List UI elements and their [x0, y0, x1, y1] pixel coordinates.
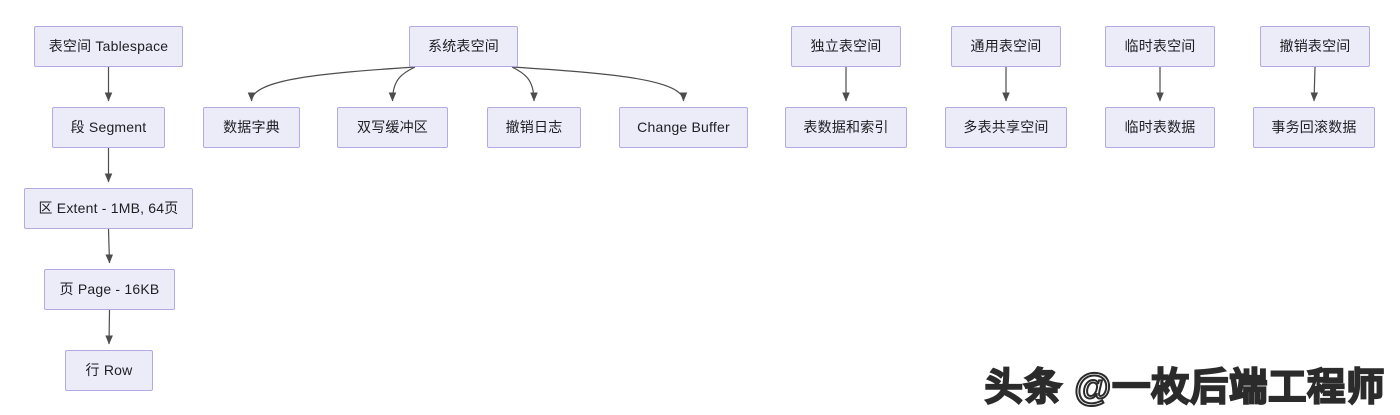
edge-page-to-row	[105, 309, 113, 345]
node-system-ts[interactable]: 系统表空间	[409, 26, 518, 67]
node-label-temp-data: 临时表数据	[1124, 119, 1196, 136]
edge-system-ts-to-undo-log	[511, 66, 538, 102]
node-shared-space[interactable]: 多表共享空间	[945, 107, 1067, 148]
edge-system-ts-to-change-buffer	[511, 66, 688, 102]
node-label-table-data-index: 表数据和索引	[803, 119, 889, 136]
node-label-change-buffer: Change Buffer	[637, 119, 730, 136]
node-label-system-ts: 系统表空间	[428, 38, 499, 55]
node-label-file-per-table: 独立表空间	[810, 38, 882, 55]
node-label-segment: 段 Segment	[70, 119, 147, 136]
node-label-extent: 区 Extent - 1MB, 64页	[38, 200, 179, 217]
node-undo-ts[interactable]: 撤销表空间	[1260, 26, 1370, 67]
node-segment[interactable]: 段 Segment	[52, 107, 165, 148]
edge-extent-to-page	[105, 228, 114, 264]
node-label-undo-log: 撤销日志	[505, 119, 563, 136]
node-extent[interactable]: 区 Extent - 1MB, 64页	[24, 188, 193, 229]
edge-system-ts-to-data-dictionary	[247, 66, 416, 102]
node-label-page: 页 Page - 16KB	[59, 281, 160, 298]
node-table-data-index[interactable]: 表数据和索引	[785, 107, 907, 148]
node-temp-data[interactable]: 临时表数据	[1105, 107, 1215, 148]
node-rollback-data[interactable]: 事务回滚数据	[1253, 107, 1375, 148]
node-label-row: 行 Row	[85, 362, 133, 379]
node-label-temp-ts: 临时表空间	[1124, 38, 1196, 55]
node-label-tablespace: 表空间 Tablespace	[48, 38, 169, 55]
node-label-data-dictionary: 数据字典	[223, 119, 280, 136]
node-row[interactable]: 行 Row	[65, 350, 153, 391]
node-label-general-ts: 通用表空间	[970, 38, 1042, 55]
node-undo-log[interactable]: 撤销日志	[487, 107, 581, 148]
edge-undo-ts-to-rollback-data	[1310, 66, 1319, 102]
node-doublewrite[interactable]: 双写缓冲区	[337, 107, 448, 148]
node-temp-ts[interactable]: 临时表空间	[1105, 26, 1215, 67]
node-file-per-table[interactable]: 独立表空间	[791, 26, 901, 67]
node-tablespace[interactable]: 表空间 Tablespace	[34, 26, 183, 67]
node-label-undo-ts: 撤销表空间	[1279, 38, 1351, 55]
edge-system-ts-to-doublewrite	[388, 66, 416, 102]
watermark-text: 头条 @一枚后端工程师	[984, 366, 1386, 410]
node-change-buffer[interactable]: Change Buffer	[619, 107, 748, 148]
node-label-shared-space: 多表共享空间	[963, 119, 1049, 136]
node-label-doublewrite: 双写缓冲区	[357, 119, 428, 136]
node-page[interactable]: 页 Page - 16KB	[44, 269, 175, 310]
node-data-dictionary[interactable]: 数据字典	[203, 107, 300, 148]
node-general-ts[interactable]: 通用表空间	[951, 26, 1061, 67]
node-label-rollback-data: 事务回滚数据	[1271, 119, 1357, 136]
